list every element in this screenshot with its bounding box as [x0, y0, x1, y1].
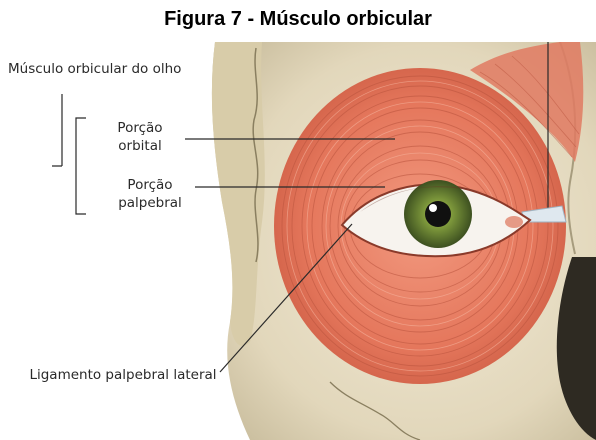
- bracket-main: [52, 94, 62, 166]
- eye-highlight: [429, 204, 437, 212]
- label-lateral-palpebral-ligament: Ligamento palpebral lateral: [28, 366, 218, 384]
- label-orbital-portion: Porção orbital: [100, 119, 180, 155]
- orbicularis-diagram: Músculo orbicular do olho Porção orbital…: [0, 42, 596, 440]
- caruncle: [505, 216, 523, 228]
- figure-title: Figura 7 - Músculo orbicular: [0, 8, 596, 31]
- label-orbicularis-muscle: Músculo orbicular do olho: [8, 60, 218, 78]
- label-palpebral-portion: Porção palpebral: [110, 176, 190, 212]
- bracket-inner: [76, 118, 86, 214]
- pupil: [425, 201, 451, 227]
